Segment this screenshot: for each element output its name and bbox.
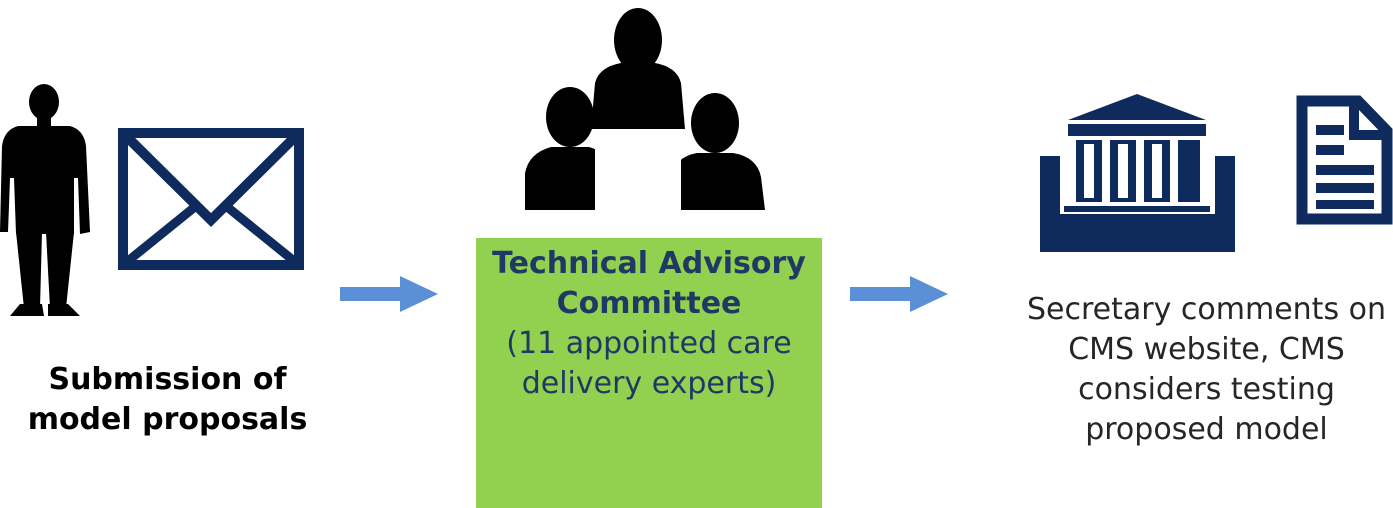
document-icon bbox=[1296, 95, 1393, 225]
envelope-icon bbox=[118, 128, 304, 270]
committee-text: Technical Advisory Committee (11 appoint… bbox=[476, 244, 822, 404]
committee-subtitle: (11 appointed care delivery experts) bbox=[506, 326, 792, 401]
step-1-label: Submission of model proposals bbox=[27, 362, 308, 437]
committee-box bbox=[476, 238, 822, 508]
arrow-right-icon bbox=[340, 276, 438, 312]
arrow-right-icon bbox=[850, 276, 948, 312]
step-3-label: Secretary comments on CMS website, CMS c… bbox=[1027, 292, 1386, 447]
group-icon bbox=[525, 8, 765, 210]
person-icon bbox=[0, 84, 90, 316]
government-building-icon bbox=[1040, 90, 1235, 252]
committee-title: Technical Advisory Committee bbox=[492, 246, 806, 321]
